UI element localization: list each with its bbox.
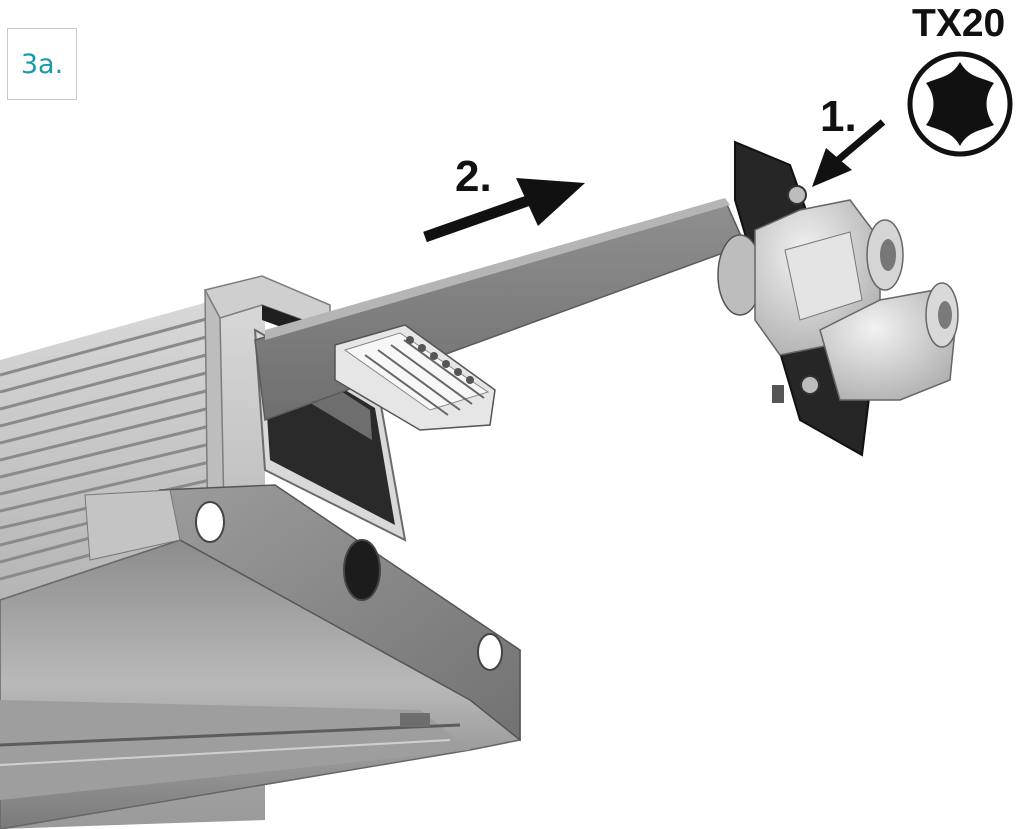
bracket-hole bbox=[195, 501, 225, 543]
torx-bit-icon bbox=[907, 51, 1013, 157]
arrow-icon bbox=[812, 119, 886, 187]
step-number-2: 2. bbox=[455, 152, 492, 201]
mounting-bracket bbox=[84, 484, 521, 742]
torx-screw bbox=[787, 185, 807, 205]
tool-label: TX20 bbox=[912, 2, 1006, 45]
terminal-connector bbox=[334, 324, 496, 431]
step-badge: 3a. bbox=[7, 28, 77, 100]
cable-gland-lower bbox=[819, 282, 959, 401]
arrow-icon bbox=[423, 178, 585, 243]
torx-screw bbox=[800, 375, 820, 395]
bracket-hole bbox=[477, 633, 503, 671]
bracket-hole bbox=[343, 539, 381, 601]
step-number-1: 1. bbox=[820, 92, 857, 141]
